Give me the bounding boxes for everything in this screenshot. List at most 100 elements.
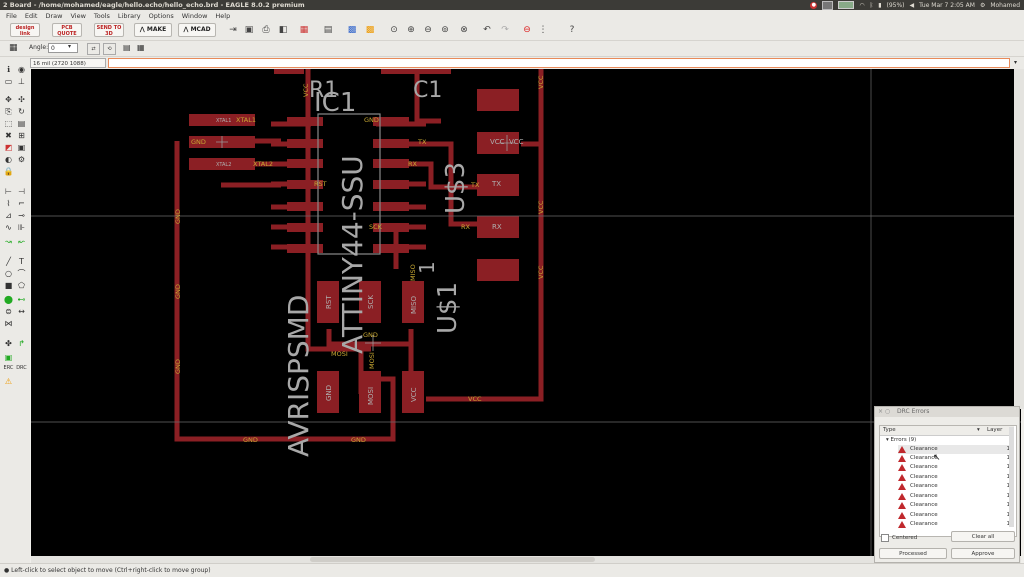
move-group-icon[interactable]: ✣ <box>18 95 25 104</box>
grid-view-icon[interactable]: ▦ <box>137 43 145 52</box>
settings-icon[interactable]: ⚙ <box>979 1 986 9</box>
menu-help[interactable]: Help <box>215 11 231 20</box>
group-icon[interactable]: ⬚ <box>4 119 13 128</box>
replace-icon[interactable]: ◩ <box>4 143 13 152</box>
lock-part-icon[interactable]: 🔒 <box>3 167 14 176</box>
zoom-select-icon[interactable]: ⊗ <box>460 25 468 35</box>
script-icon[interactable]: ▤ <box>323 25 333 35</box>
zoom-in-icon[interactable]: ⊕ <box>407 25 415 35</box>
user-name[interactable]: Mohamed <box>990 1 1020 9</box>
error-row[interactable]: Clearance1 <box>898 492 1014 501</box>
circle-icon[interactable]: ○ <box>5 269 12 278</box>
chevron-down-icon[interactable]: ▾ <box>1014 59 1018 66</box>
paste-icon[interactable]: ▤ <box>17 119 26 128</box>
record-icon[interactable]: ● <box>810 1 818 9</box>
go-icon[interactable]: ⋮ <box>538 25 548 35</box>
col-type[interactable]: Type <box>883 427 896 433</box>
smash-icon[interactable]: ◐ <box>5 155 12 164</box>
copy-icon[interactable]: ⎘ <box>5 107 12 116</box>
info-icon[interactable]: ℹ <box>6 65 11 74</box>
menu-view[interactable]: View <box>70 11 86 20</box>
approve-button[interactable]: Approve <box>951 548 1015 559</box>
cam-icon[interactable]: ◧ <box>278 25 288 35</box>
angle-input[interactable]: 0 <box>48 43 78 53</box>
menu-tools[interactable]: Tools <box>93 11 110 20</box>
bluetooth-icon[interactable]: ᛒ <box>869 1 874 9</box>
miter-icon[interactable]: ⌐ <box>18 199 25 208</box>
via-icon[interactable]: ⬤ <box>4 295 13 304</box>
label-icon[interactable]: ↱ <box>18 339 25 348</box>
errors-icon[interactable]: ⚠ <box>4 377 13 386</box>
optimize-icon[interactable]: ⊣ <box>18 187 25 196</box>
menu-draw[interactable]: Draw <box>45 11 63 20</box>
vertical-scrollbar[interactable] <box>1014 69 1024 409</box>
make-button[interactable]: ⋀ MAKE <box>134 23 172 37</box>
arc-icon[interactable]: ⌒ <box>17 269 26 278</box>
chevron-down-icon[interactable]: ▾ <box>68 43 72 50</box>
design-link-button[interactable]: design link <box>10 23 40 37</box>
stop-icon[interactable]: ⊖ <box>523 25 531 35</box>
save-icon[interactable]: ▣ <box>244 25 254 35</box>
error-group[interactable]: ▾ Errors (9) <box>886 437 916 444</box>
ulp-icon[interactable]: ▩ <box>347 25 357 35</box>
add-icon[interactable]: ⊞ <box>18 131 25 140</box>
layers-icon[interactable]: ▩ <box>365 25 375 35</box>
split-icon[interactable]: ⊢ <box>5 187 12 196</box>
print-icon[interactable]: ⎙ <box>262 25 270 35</box>
error-row[interactable]: Clearance1 <box>898 482 1014 491</box>
undo-icon[interactable]: ↶ <box>483 25 491 35</box>
error-row[interactable]: Clearance1 <box>898 501 1014 510</box>
ripup-icon[interactable]: ⊸ <box>18 211 25 220</box>
dimension-icon[interactable]: ↔ <box>18 307 25 316</box>
name-icon[interactable]: ✤ <box>5 339 12 348</box>
error-row[interactable]: Clearance1 <box>898 463 1014 472</box>
autorouter-icon[interactable]: ⊪ <box>18 223 25 232</box>
text-icon[interactable]: T <box>19 257 24 266</box>
import-icon[interactable]: ⇥ <box>229 25 237 35</box>
rotate-icon[interactable]: ↻ <box>18 107 25 116</box>
col-layer[interactable]: Layer <box>987 427 1003 433</box>
battery-icon[interactable]: ▮ <box>878 1 882 9</box>
erc-icon[interactable]: ▣ <box>4 353 13 362</box>
expand-icon[interactable]: ▾ <box>886 437 891 443</box>
menu-options[interactable]: Options <box>148 11 174 20</box>
hole-icon[interactable]: ⊷ <box>17 295 26 304</box>
polygon-icon[interactable]: ⬠ <box>18 281 25 290</box>
error-row[interactable]: Clearance1 <box>898 520 1014 529</box>
command-line-input[interactable] <box>108 58 1010 68</box>
wifi-icon[interactable]: ◠ <box>859 1 865 9</box>
clear-all-button[interactable]: Clear all <box>951 531 1015 542</box>
show-icon[interactable]: ◉ <box>18 65 25 74</box>
route-icon[interactable]: ⊿ <box>5 211 12 220</box>
processed-button[interactable]: Processed <box>879 548 947 559</box>
signal-icon[interactable]: ↝ <box>5 237 12 246</box>
attribute-icon[interactable]: ⊜ <box>5 307 12 316</box>
delete-icon[interactable]: ✖ <box>5 131 12 140</box>
ratsnest-icon[interactable]: ⋈ <box>4 319 13 328</box>
menu-library[interactable]: Library <box>117 11 141 20</box>
error-row[interactable]: Clearance1 <box>898 473 1014 482</box>
list-view-icon[interactable]: ▤ <box>123 43 131 52</box>
rect-icon[interactable]: ■ <box>4 281 13 290</box>
redo-icon[interactable]: ↷ <box>501 25 509 35</box>
change-icon[interactable]: ⚙ <box>17 155 26 164</box>
list-scrollbar[interactable] <box>1009 427 1014 527</box>
menu-window[interactable]: Window <box>181 11 208 20</box>
error-row[interactable]: Clearance1 <box>898 511 1014 520</box>
volume-icon[interactable]: ◀ <box>909 1 915 9</box>
horizontal-scroll-thumb[interactable] <box>310 557 595 562</box>
error-row[interactable]: Clearance1 <box>898 454 1014 463</box>
network-graph-icon[interactable] <box>838 1 855 9</box>
zoom-fit-icon[interactable]: ⊙ <box>390 25 398 35</box>
error-list[interactable]: Type ▾ Layer ▾ Errors (9) Clearance1 Cle… <box>879 425 1017 537</box>
mark-icon[interactable]: ⊥ <box>18 77 25 86</box>
window-icon[interactable] <box>822 0 834 10</box>
schematic-icon[interactable]: ▦ <box>299 25 309 35</box>
fanout-icon[interactable]: ↜ <box>18 237 25 246</box>
meander-icon[interactable]: ⌇ <box>6 199 11 208</box>
drc-icon[interactable]: DRC <box>16 365 27 371</box>
slice-icon[interactable]: ∿ <box>5 223 12 232</box>
zoom-redraw-icon[interactable]: ⊚ <box>441 25 449 35</box>
wire-icon[interactable]: ╱ <box>6 257 11 266</box>
spin-icon[interactable]: ⟲ <box>103 43 116 55</box>
